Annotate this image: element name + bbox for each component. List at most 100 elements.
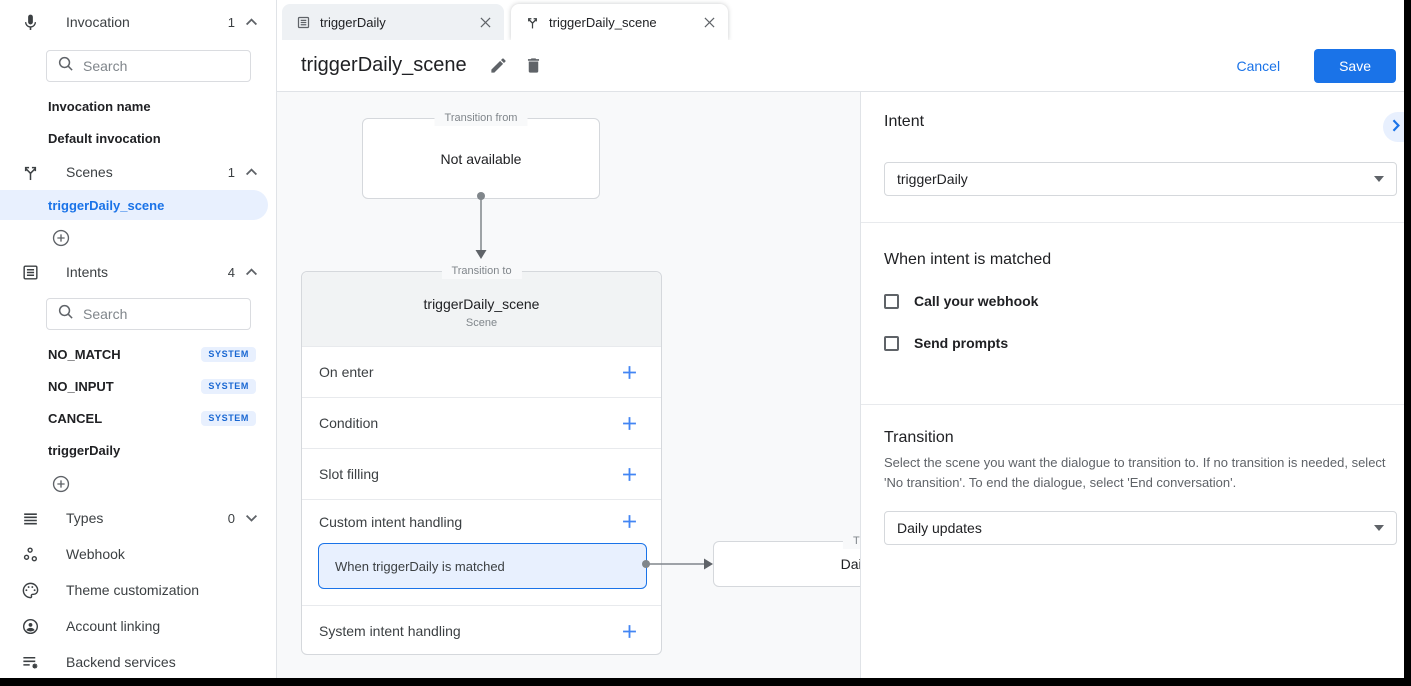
sidebar-section-theme[interactable]: Theme customization (0, 574, 276, 606)
system-intent-handling-row[interactable]: System intent handling (302, 605, 661, 656)
intent-label: NO_MATCH (48, 346, 121, 362)
chevron-down-icon[interactable] (245, 513, 258, 523)
matched-section-title: When intent is matched (884, 251, 1052, 268)
add-scene-button[interactable] (51, 228, 71, 250)
window-edge-bottom (0, 678, 1411, 686)
sidebar-section-label: Backend services (66, 654, 176, 670)
transition-select[interactable]: Daily updates (884, 511, 1397, 546)
scene-node-header: triggerDaily_scene Scene (302, 272, 661, 346)
transition-target-node: Transition to Daily updates (713, 534, 860, 587)
system-badge: SYSTEM (201, 346, 256, 362)
tab-triggerdaily-scene[interactable]: triggerDaily_scene (511, 4, 728, 44)
custom-intent-handling-row: Custom intent handling When triggerDaily… (302, 499, 661, 605)
scene-split-icon (19, 161, 41, 183)
intent-section-title: Intent (884, 113, 925, 130)
sidebar-item-default-invocation[interactable]: Default invocation (48, 130, 161, 146)
checkbox-label: Send prompts (914, 335, 1009, 351)
invocation-count: 1 (227, 14, 235, 30)
scene-tab-icon (525, 15, 540, 30)
window-edge-right (1404, 0, 1411, 686)
collapse-panel-button[interactable] (1383, 112, 1404, 142)
sidebar-section-webhook[interactable]: Webhook (0, 538, 276, 570)
sidebar-section-label: Account linking (66, 618, 161, 634)
panel-divider (861, 222, 1404, 223)
sidebar-section-account-linking[interactable]: Account linking (0, 610, 276, 642)
tab-triggerdaily[interactable]: triggerDaily (282, 4, 504, 40)
sidebar-section-invocation[interactable]: Invocation 1 (0, 6, 276, 38)
microphone-icon (19, 11, 41, 33)
intents-search (46, 298, 251, 330)
scenes-count: 1 (227, 164, 235, 180)
search-icon (57, 55, 83, 77)
send-prompts-option[interactable]: Send prompts (884, 335, 1404, 351)
sidebar-item-cancel[interactable]: CANCEL SYSTEM (0, 402, 276, 434)
transition-section-title: Transition (884, 429, 954, 446)
search-icon (57, 303, 83, 325)
sidebar-item-no-input[interactable]: NO_INPUT SYSTEM (0, 370, 276, 402)
call-webhook-option[interactable]: Call your webhook (884, 293, 1404, 309)
chevron-up-icon[interactable] (245, 17, 258, 27)
scene-diagram-canvas[interactable]: Transition from Not available Transition… (277, 92, 860, 678)
invocation-search (46, 50, 251, 82)
chevron-up-icon[interactable] (245, 267, 258, 277)
intent-label: NO_INPUT (48, 378, 114, 394)
transition-select-value: Daily updates (897, 520, 982, 537)
sidebar-section-backend-services[interactable]: Backend services (0, 646, 276, 678)
checkbox-unchecked-icon[interactable] (884, 293, 899, 309)
sidebar-section-label: Scenes (66, 164, 113, 180)
on-enter-row[interactable]: On enter (302, 346, 661, 397)
custom-intent-handling-header[interactable]: Custom intent handling (302, 500, 661, 543)
system-badge: SYSTEM (201, 410, 256, 426)
intent-label: CANCEL (48, 410, 103, 426)
sidebar-section-intents[interactable]: Intents 4 (0, 256, 276, 288)
intents-search-input[interactable] (83, 306, 240, 322)
save-button[interactable]: Save (1314, 48, 1396, 83)
edit-icon[interactable] (487, 54, 510, 77)
checkbox-unchecked-icon[interactable] (884, 335, 899, 351)
add-icon[interactable] (620, 512, 639, 531)
scene-node-subtitle: Scene (465, 316, 498, 329)
scene-header: triggerDaily_scene Cancel Save (277, 40, 1404, 92)
chevron-right-icon (1392, 119, 1401, 135)
add-icon[interactable] (620, 622, 639, 641)
intent-details-panel: Intent triggerDaily When intent is match… (860, 92, 1404, 678)
tab-bar: triggerDaily triggerDaily_scene (277, 0, 1404, 44)
types-count: 0 (227, 510, 235, 526)
add-circle-icon (51, 474, 71, 496)
transition-from-legend: Transition from (434, 111, 528, 126)
slot-filling-row[interactable]: Slot filling (302, 448, 661, 499)
transition-to-legend: Transition to (842, 534, 860, 549)
sidebar-section-scenes[interactable]: Scenes 1 (0, 156, 276, 188)
add-icon[interactable] (620, 414, 639, 433)
sidebar-section-types[interactable]: Types 0 (0, 502, 276, 534)
add-intent-button[interactable] (51, 474, 71, 496)
sidebar-item-invocation-name[interactable]: Invocation name (48, 98, 151, 114)
page-title: triggerDaily_scene (301, 54, 467, 76)
intent-tab-icon (296, 15, 311, 30)
types-reorder-icon (19, 507, 41, 529)
intent-handler-chip[interactable]: When triggerDaily is matched (318, 543, 647, 589)
intent-select[interactable]: triggerDaily (884, 162, 1397, 196)
sidebar-section-label: Types (66, 510, 104, 526)
caret-down-icon (1374, 525, 1384, 532)
add-icon[interactable] (620, 465, 639, 484)
sidebar-item-triggerdaily-scene[interactable]: triggerDaily_scene (0, 190, 268, 220)
close-tab-icon[interactable] (701, 14, 718, 31)
delete-icon[interactable] (522, 54, 545, 77)
transition-from-node: Transition from Not available (362, 111, 600, 199)
sidebar-item-no-match[interactable]: NO_MATCH SYSTEM (0, 338, 276, 370)
sidebar: Invocation 1 Invocation name Default inv… (0, 0, 277, 678)
sidebar-section-label: Theme customization (66, 582, 200, 598)
invocation-search-input[interactable] (83, 58, 240, 74)
add-icon[interactable] (620, 363, 639, 382)
chevron-up-icon[interactable] (245, 167, 258, 177)
add-circle-icon (51, 228, 71, 250)
cancel-button[interactable]: Cancel (1224, 50, 1292, 82)
sidebar-item-triggerdaily[interactable]: triggerDaily (0, 434, 276, 466)
intents-list-icon (19, 261, 41, 283)
condition-row[interactable]: Condition (302, 397, 661, 448)
close-tab-icon[interactable] (477, 14, 494, 31)
services-gear-icon (19, 651, 41, 673)
tab-label: triggerDaily (320, 14, 386, 30)
